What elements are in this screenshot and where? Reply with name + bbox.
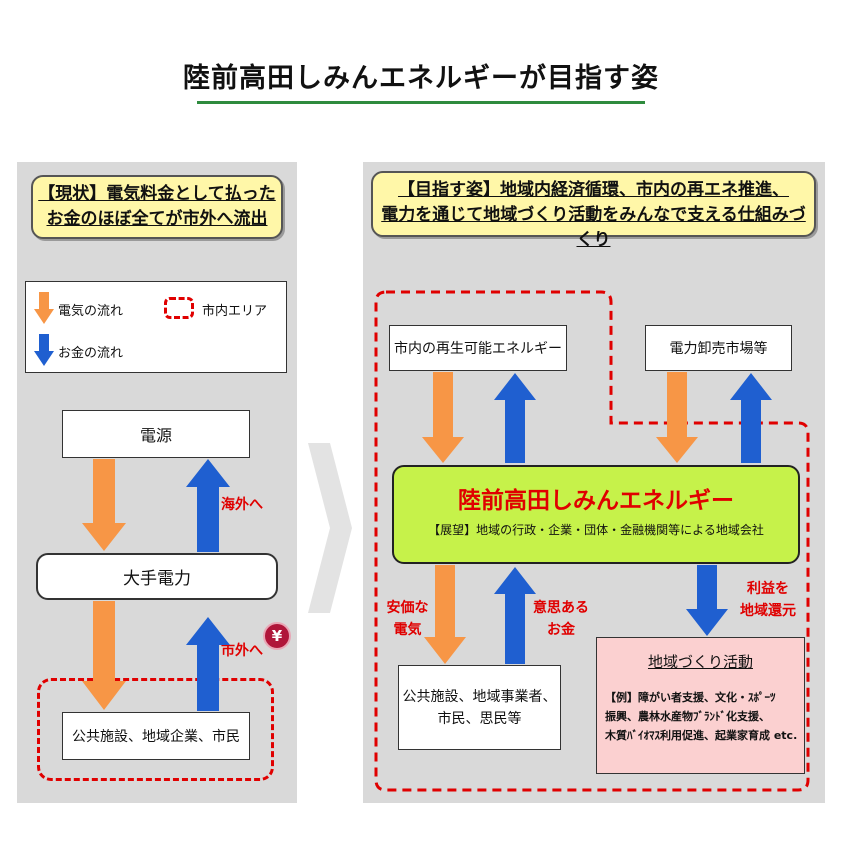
- yen-coin-icon: ¥: [263, 622, 291, 650]
- cheap-electricity-label: 安価な 電気: [380, 597, 435, 641]
- cheap-label-line-1: 安価な: [386, 600, 429, 616]
- left-header: 【現状】電気料金として払った お金のほぼ全てが市外へ流出: [31, 175, 283, 239]
- willing-label-line-2: お金: [547, 622, 575, 638]
- activity-title: 地域づくり活動: [647, 653, 753, 671]
- right-consumers-box: 公共施設、地域事業者、 市民、思民等: [398, 665, 561, 750]
- activity-examples: 【例】障がい者支援、文化・ｽﾎﾟｰﾂ 振興、農林水産物ﾌﾞﾗﾝﾄﾞ化支援、 木質…: [605, 688, 804, 745]
- power-source-box: 電源: [62, 410, 250, 458]
- right-header: 【目指す姿】地域内経済循環、市内の再エネ推進、 電力を通じて地域づくり活動をみん…: [371, 171, 816, 250]
- page-title: 陸前高田しみんエネルギーが目指す姿: [183, 63, 659, 94]
- return-label-line-2: 地域還元: [740, 603, 796, 619]
- legend-electricity-label: 電気の流れ: [58, 304, 124, 319]
- company-name: 陸前高田しみんエネルギー: [458, 488, 734, 514]
- outside-city-label: 市外へ: [221, 643, 263, 659]
- return-profit-label: 利益を 地域還元: [728, 578, 808, 622]
- right-header-line-2: 電力を通じて地域づくり活動をみんなで支える仕組みづくり: [381, 205, 806, 250]
- title-underline: [197, 101, 645, 104]
- left-consumers-box: 公共施設、地域企業、市民: [62, 712, 250, 760]
- community-activity-box: 地域づくり活動 【例】障がい者支援、文化・ｽﾎﾟｰﾂ 振興、農林水産物ﾌﾞﾗﾝﾄ…: [596, 637, 805, 774]
- left-city-area: [37, 678, 274, 781]
- wholesale-market-box: 電力卸売市場等: [645, 325, 792, 371]
- activity-line-1: 【例】障がい者支援、文化・ｽﾎﾟｰﾂ: [605, 691, 776, 704]
- area-legend-icon: [164, 297, 194, 319]
- legend-box: 電気の流れ お金の流れ 市内エリア: [25, 281, 287, 373]
- legend-area-label: 市内エリア: [202, 304, 268, 319]
- utility-box: 大手電力: [36, 553, 278, 600]
- activity-line-2: 振興、農林水産物ﾌﾞﾗﾝﾄﾞ化支援、: [605, 710, 770, 723]
- overseas-label: 海外へ: [221, 497, 263, 513]
- right-consumers-line-2: 市民、思民等: [437, 710, 522, 727]
- right-city-area: [374, 290, 810, 792]
- return-label-line-1: 利益を: [747, 581, 789, 597]
- right-header-line-1: 【目指す姿】地域内経済循環、市内の再エネ推進、: [398, 180, 789, 200]
- cheap-label-line-2: 電気: [393, 622, 422, 638]
- company-vision: 【展望】地域の行政・企業・団体・金融機関等による地域会社: [428, 523, 764, 537]
- company-box: 陸前高田しみんエネルギー 【展望】地域の行政・企業・団体・金融機関等による地域会…: [392, 465, 800, 564]
- chevron-right-icon: [308, 443, 352, 613]
- electricity-arrow-legend-icon: [34, 292, 54, 324]
- left-header-line-2: お金のほぼ全てが市外へ流出: [46, 209, 268, 229]
- money-arrow-legend-icon: [34, 334, 54, 366]
- activity-line-3: 木質ﾊﾞｲｵﾏｽ利用促進、起業家育成 etc.: [605, 729, 798, 742]
- willing-label-line-1: 意思ある: [533, 600, 589, 616]
- right-consumers-line-1: 公共施設、地域事業者、: [402, 688, 557, 705]
- willing-money-label: 意思ある お金: [526, 597, 596, 641]
- legend-money-label: お金の流れ: [58, 346, 124, 361]
- left-panel: [17, 162, 297, 803]
- renewable-energy-box: 市内の再生可能エネルギー: [389, 325, 567, 371]
- left-header-line-1: 【現状】電気料金として払った: [38, 184, 276, 204]
